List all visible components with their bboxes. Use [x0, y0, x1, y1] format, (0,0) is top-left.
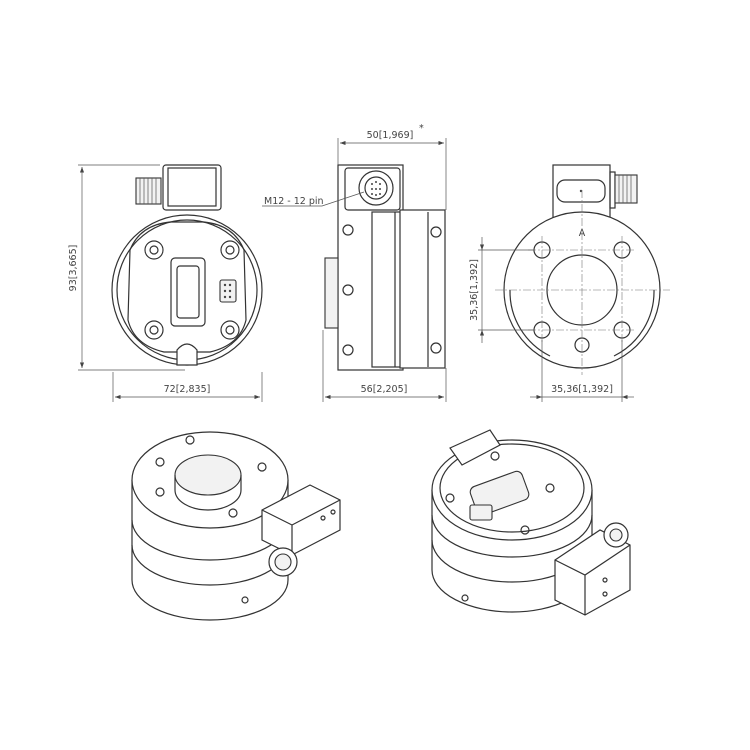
dim-front-width: 72[2,835] — [164, 384, 211, 395]
connector-callout: M12 - 12 pin — [264, 196, 324, 207]
rear-view — [478, 164, 670, 402]
dim-side-depth-top: 50[1,969] — [367, 130, 414, 141]
dim-hole-spacing-horizontal: 35,36[1,392] — [551, 384, 613, 395]
dim-side-depth-note: * — [419, 123, 424, 134]
isometric-view-bottom — [431, 429, 631, 616]
dim-front-height: 93[3,665] — [68, 245, 79, 292]
dim-hole-spacing-vertical: 35,36[1,392] — [469, 259, 480, 321]
side-view — [262, 138, 447, 402]
front-view — [78, 164, 263, 402]
isometric-view-top — [131, 431, 341, 621]
dim-side-depth-bottom: 56[2,205] — [361, 384, 408, 395]
orientation-mark: A — [579, 228, 586, 239]
